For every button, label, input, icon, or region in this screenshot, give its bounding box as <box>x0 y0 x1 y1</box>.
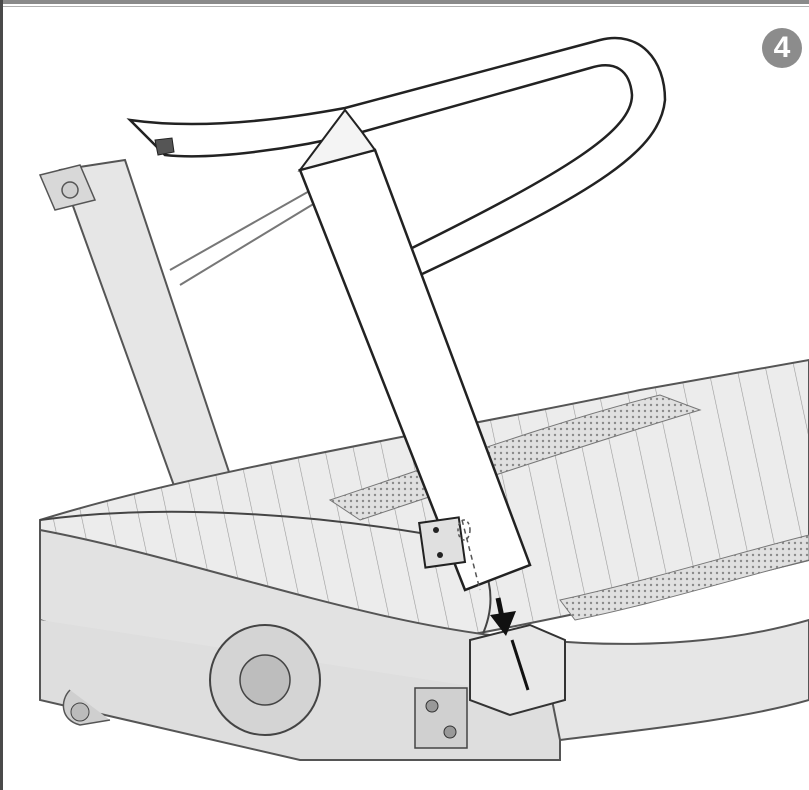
mounting-bracket <box>469 623 566 717</box>
left-border <box>0 0 3 790</box>
front-upright-post <box>297 108 532 592</box>
running-deck <box>39 358 809 642</box>
top-border <box>0 0 809 4</box>
arrow-down-icon <box>490 597 516 636</box>
side-frame <box>39 528 809 761</box>
step-number-badge: 4 <box>762 28 802 68</box>
top-border-inner <box>0 6 809 7</box>
